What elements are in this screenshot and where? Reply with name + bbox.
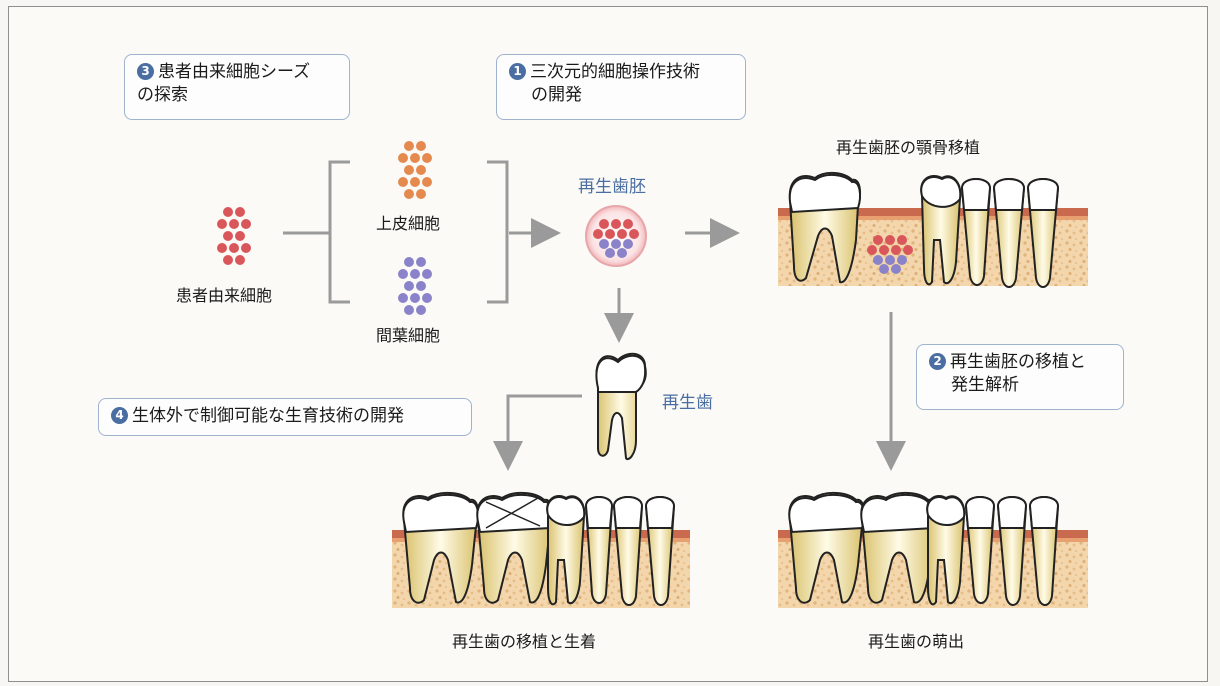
label-eruption: 再生歯の萌出	[868, 628, 964, 652]
left-bracket	[330, 162, 350, 302]
callout-4-line-1: 生体外で制御可能な生育技術の開発	[132, 406, 404, 426]
label-patient-cells: 患者由来細胞	[176, 282, 272, 306]
label-regenerated-tooth: 再生歯	[662, 388, 713, 413]
tooth-germ-icon	[586, 206, 646, 266]
regenerated-tooth-icon	[596, 354, 645, 459]
callout-2-line-1: 再生歯胚の移植と	[950, 352, 1086, 372]
step-badge-3: 3	[137, 63, 154, 80]
step-badge-1: 1	[509, 63, 526, 80]
step-badge-2: 2	[929, 353, 946, 370]
callout-3-line-2: の探索	[137, 84, 339, 107]
eruption-illustration	[778, 493, 1088, 608]
label-jaw-transplant: 再生歯胚の顎骨移植	[836, 134, 980, 158]
mesenchymal-cell-cluster	[398, 257, 432, 315]
jaw-transplant-illustration	[778, 173, 1088, 287]
right-bracket	[487, 162, 507, 302]
epithelial-cell-cluster	[398, 141, 432, 199]
arrow-to-transplant	[508, 396, 582, 456]
callout-1-line-1: 三次元的細胞操作技術	[530, 62, 700, 82]
transplant-engraftment-illustration	[392, 493, 690, 608]
callout-2-line-2: 発生解析	[929, 374, 1113, 397]
callout-3-line-1: 患者由来細胞シーズ	[158, 62, 310, 82]
label-tooth-germ: 再生歯胚	[578, 172, 646, 197]
step-badge-4: 4	[111, 407, 128, 424]
patient-cell-cluster	[217, 207, 251, 265]
callout-1-line-2: の開発	[509, 84, 735, 107]
label-mesenchymal-cells: 間葉細胞	[376, 322, 440, 346]
label-epithelial-cells: 上皮細胞	[376, 210, 440, 234]
label-transplant-engraftment: 再生歯の移植と生着	[452, 628, 596, 652]
